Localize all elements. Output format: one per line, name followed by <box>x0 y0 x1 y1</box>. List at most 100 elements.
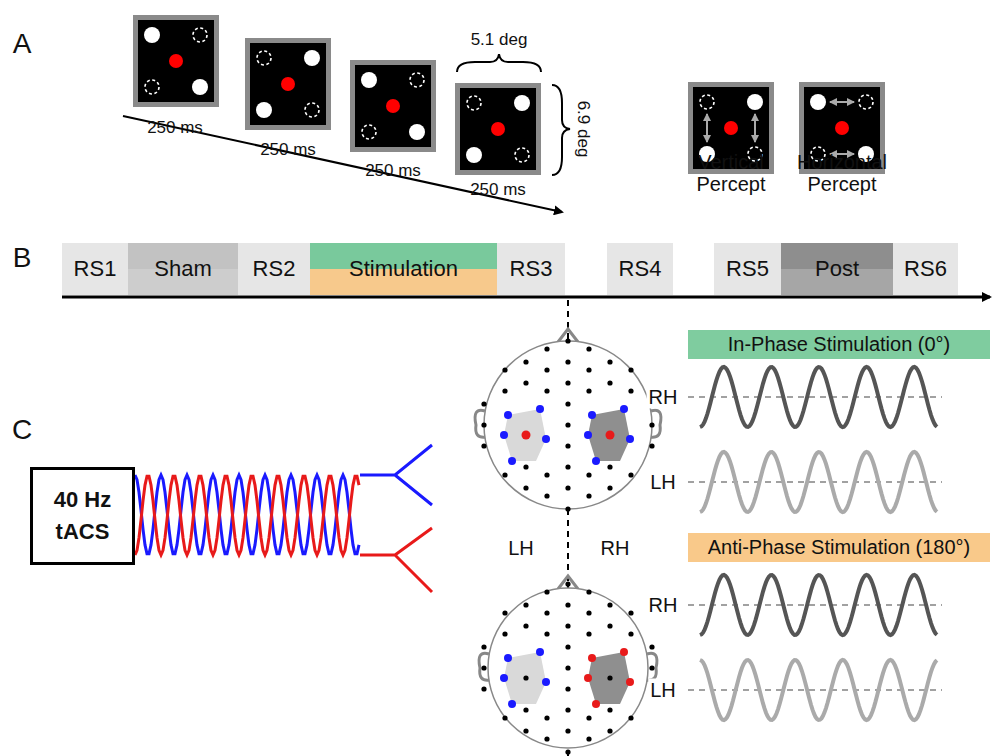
electrode-region <box>588 652 630 704</box>
dashed-dot <box>362 125 376 139</box>
node-text: Sham <box>154 256 211 282</box>
white-dot <box>144 27 160 43</box>
duration: 250 ms <box>365 161 421 181</box>
electrode <box>544 367 549 372</box>
dashed-dot <box>859 95 873 109</box>
electrode <box>628 367 633 372</box>
stim-electrode <box>606 431 615 440</box>
stim-electrode <box>542 435 550 443</box>
sine-wave <box>700 452 937 512</box>
electrode <box>502 631 507 636</box>
dimension: 6.9 deg <box>573 101 593 158</box>
timeline-block: RS6 <box>893 243 958 295</box>
electrode <box>586 388 591 393</box>
electrode-lead <box>360 528 432 592</box>
white-dot <box>192 79 208 95</box>
electrode <box>586 589 591 594</box>
stim-electrode <box>584 431 592 439</box>
condition-band: Anti-Phase Stimulation (180°) <box>688 533 990 562</box>
electrode <box>565 338 570 343</box>
stim-electrode <box>500 431 508 439</box>
electrode <box>565 644 570 649</box>
white-dot <box>256 102 272 118</box>
frame-border <box>136 18 217 105</box>
electrode <box>607 675 612 680</box>
wave-label: RH <box>647 594 680 617</box>
white-dot <box>304 50 320 66</box>
electrode <box>502 367 507 372</box>
dashed-dot <box>305 103 319 117</box>
electrode <box>607 359 612 364</box>
white-dot <box>466 147 482 163</box>
electrode <box>481 665 486 670</box>
wave-label: LH <box>648 471 678 494</box>
electrode <box>523 675 528 680</box>
duration: 250 ms <box>147 118 203 138</box>
electrode <box>544 631 549 636</box>
dashed-dot <box>467 96 481 110</box>
node-text: RS1 <box>74 256 117 282</box>
electrode <box>586 715 591 720</box>
timeline-block: RS3 <box>497 243 565 295</box>
electrode <box>628 631 633 636</box>
sine-wave <box>700 575 937 635</box>
scalp <box>484 341 652 509</box>
electrode-region <box>504 652 546 704</box>
motion-arrow <box>754 114 756 142</box>
device-box: 40 Hz tACS <box>30 467 135 565</box>
fixation-dot <box>169 54 183 68</box>
panel-letter: B <box>13 242 32 274</box>
timeline-block: Stimulation <box>310 243 497 295</box>
node-text: RS6 <box>904 256 947 282</box>
electrode <box>586 736 591 741</box>
electrode <box>628 388 633 393</box>
electrode <box>565 464 570 469</box>
dimension: 5.1 deg <box>471 30 528 50</box>
electrode <box>481 686 486 691</box>
electrode <box>544 472 549 477</box>
electrode <box>586 493 591 498</box>
node-text: RS3 <box>510 256 553 282</box>
nose <box>558 576 578 589</box>
electrode <box>565 728 570 733</box>
frame-border <box>458 86 539 173</box>
fixation-dot <box>835 121 849 135</box>
electrode-lead <box>360 445 432 505</box>
sine-wave <box>700 660 937 720</box>
electrode <box>565 401 570 406</box>
electrode <box>565 380 570 385</box>
stim-electrode <box>592 700 600 708</box>
dashed-dot <box>145 80 159 94</box>
electrode <box>586 472 591 477</box>
fixation-dot <box>281 77 295 91</box>
electrode <box>628 610 633 615</box>
electrode <box>586 367 591 372</box>
electrode <box>523 464 528 469</box>
wave-label: LH <box>648 679 678 702</box>
electrode <box>502 715 507 720</box>
head-map <box>479 576 657 755</box>
electrode <box>481 422 486 427</box>
electrode <box>565 506 570 511</box>
dashed-dot <box>515 148 529 162</box>
panel-letter: C <box>12 414 32 446</box>
white-dot <box>810 94 826 110</box>
electrode <box>586 610 591 615</box>
electrode <box>544 388 549 393</box>
white-dot <box>361 72 377 88</box>
stim-electrode <box>504 411 512 419</box>
electrode <box>544 346 549 351</box>
electrode <box>481 401 486 406</box>
electrode <box>523 380 528 385</box>
electrode <box>649 644 654 649</box>
electrode <box>565 422 570 427</box>
node-text: RS4 <box>619 256 662 282</box>
node-text: 40 Hz tACS <box>48 484 118 548</box>
dashed-dot <box>257 51 271 65</box>
electrode <box>544 493 549 498</box>
electrode <box>565 485 570 490</box>
electrode <box>628 472 633 477</box>
electrode <box>649 665 654 670</box>
hemisphere-label: LH <box>506 537 536 560</box>
stim-electrode <box>536 405 544 413</box>
